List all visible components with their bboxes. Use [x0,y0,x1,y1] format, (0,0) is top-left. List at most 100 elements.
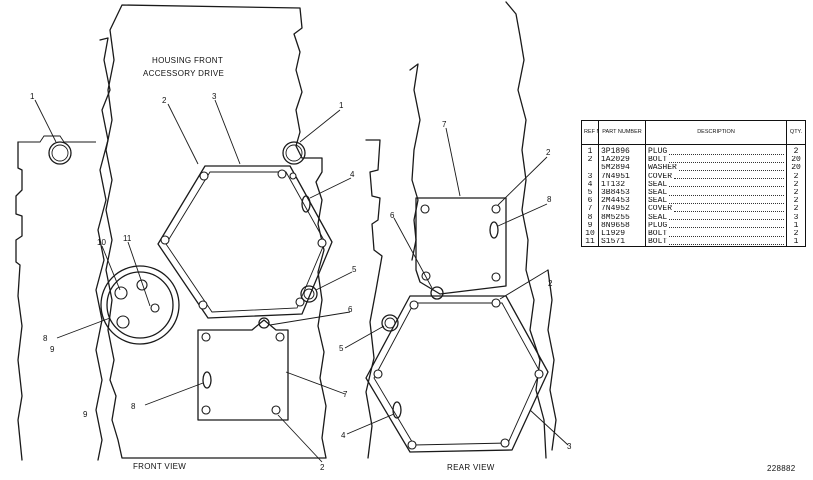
ref-no-cell: 8 [581,213,599,222]
part-number-cell: 3P1896 [598,144,646,157]
part-number-cell: 8M5255 [598,213,646,222]
qty-cell: 3 [786,213,806,222]
seal-8-front [202,371,212,389]
callout-f2b: 2 [320,463,325,472]
description-cell: SEAL [645,189,787,198]
dot-leader [674,207,784,213]
callout-f6: 6 [348,305,353,314]
part-number-cell: L1929 [598,230,646,239]
header-description: DESCRIPTION [645,120,787,145]
rear-cover-7-bolts [420,204,501,282]
front-housing-outline [105,4,327,459]
description-text: SEAL [648,180,668,189]
dot-leader [669,182,784,188]
parts-table: REF NO. PART NUMBER DESCRIPTION QTY. 13P… [581,120,806,248]
seal-4-rear [392,401,402,419]
plug-1-left [48,141,72,165]
front-round-plate-outer [100,265,180,345]
ref-no-cell [581,164,599,173]
front-view-label: FRONT VIEW [133,462,186,471]
description-text: BOLT [648,238,668,247]
callout-r6: 6 [390,211,395,220]
callout-numbers: 1 1 2 3 4 5 6 7 8 2 10 11 8 9 9 7 2 8 6 … [30,92,572,472]
qty-cell: 2 [786,197,806,206]
rear-cover-3 [365,295,549,453]
rear-cover-3-bolts [373,298,544,450]
qty-cell: 2 [786,180,806,190]
callout-f9b: 9 [83,410,88,419]
dot-leader [669,232,784,237]
description-cell: BOLT [645,156,787,165]
qty-cell: 1 [786,238,806,248]
rear-cover-7 [415,197,507,295]
part-number-cell: 2M4453 [598,197,646,206]
description-text: SEAL [648,213,668,222]
seal-5-front [300,285,318,303]
ref-no-cell: 5 [581,189,599,198]
callout-r8: 8 [547,195,552,204]
seal-6-front [258,317,270,329]
part-number-cell: 8N9658 [598,221,646,231]
ref-no-cell: 6 [581,197,599,206]
header-qty: QTY. [786,120,806,145]
callout-f3: 3 [212,92,217,101]
qty-cell: 1 [786,221,806,231]
front-cover-7-bolts [201,332,285,415]
qty-cell: 2 [786,189,806,198]
front-view [15,4,333,461]
ref-no-cell: 3 [581,172,599,181]
seal-4-front [301,195,311,213]
dot-leader [674,174,784,180]
dot-leader [669,215,784,221]
callout-f2a: 2 [162,96,167,105]
front-top-flange [18,135,96,143]
dot-leader [669,240,784,245]
callout-f5: 5 [352,265,357,274]
description-text: BOLT [648,156,668,165]
qty-cell: 2 [786,205,806,214]
rear-cover-3-inner [373,302,541,446]
description-text: PLUG [648,221,668,230]
description-cell: BOLT [645,238,787,248]
rear-housing-outline [409,63,421,261]
description-cell: WASHER [645,164,787,173]
callout-f10: 10 [97,238,106,247]
parts-table-header: REF NO. PART NUMBER DESCRIPTION QTY. [581,120,806,145]
seal-5-front-inner [303,288,315,300]
qty-cell: 2 [786,172,806,181]
plug-1-right-inner [285,144,303,162]
callout-f1b: 1 [339,101,344,110]
front-cover-7 [197,319,289,421]
ref-no-cell: 1 [581,144,599,157]
ref-no-cell: 11 [581,238,599,248]
leader-lines [34,99,569,463]
callout-r2a: 2 [546,148,551,157]
callout-f11: 11 [123,234,132,243]
description-cell: SEAL [645,197,787,206]
dot-leader [669,199,784,204]
description-cell: SEAL [645,180,787,190]
callout-f7: 7 [343,390,348,399]
part-number-cell: 1A2029 [598,156,646,165]
description-text: COVER [648,205,673,214]
description-cell: COVER [645,172,787,181]
part-number-cell: 1T132 [598,180,646,190]
seal-5-rear [381,314,399,332]
callout-r5: 5 [339,344,344,353]
dot-leader [669,223,784,229]
front-cover-3-bolts [160,169,327,310]
dot-leader [669,150,784,155]
callout-r3: 3 [567,442,572,451]
seal-5-rear-inner [384,317,396,329]
description-text: PLUG [648,147,668,156]
part-number-cell: 7N4951 [598,172,646,181]
callout-f8: 8 [131,402,136,411]
description-text: SEAL [648,197,668,206]
